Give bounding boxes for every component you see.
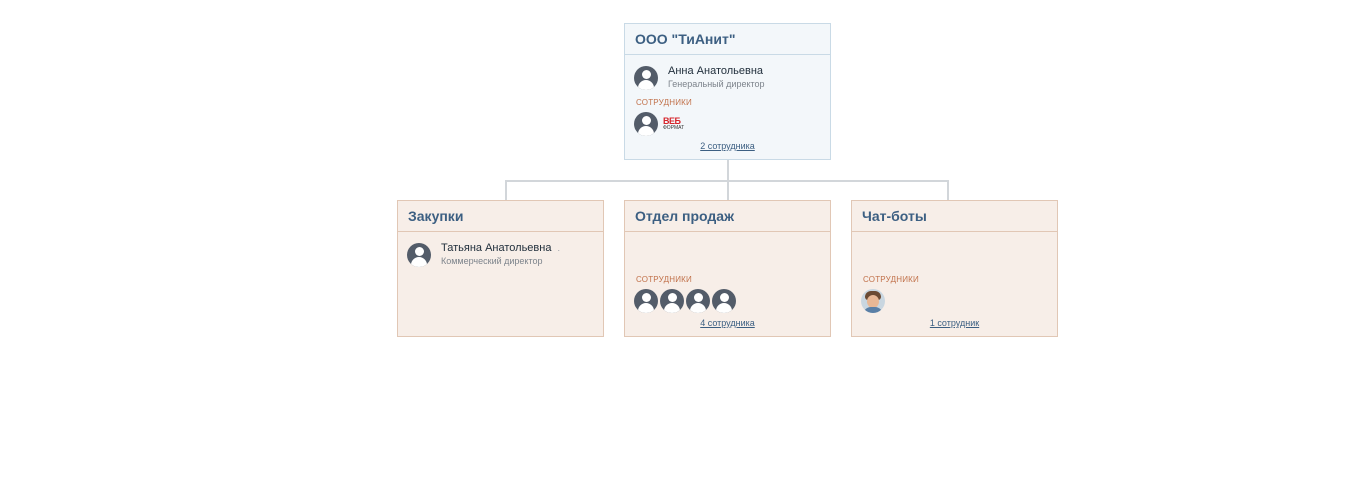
company-title[interactable]: ООО "ТиАнит" xyxy=(625,24,830,55)
department-head-role: Коммерческий директор xyxy=(441,256,543,266)
employees-count-link[interactable]: 2 сотрудника xyxy=(700,141,755,151)
department-title[interactable]: Чат-боты xyxy=(852,201,1057,232)
user-avatar-icon xyxy=(634,65,658,90)
department-title[interactable]: Отдел продаж xyxy=(625,201,830,232)
department-head-name[interactable]: Татьяна Анатольевна. xyxy=(441,242,560,254)
director-role: Генеральный директор xyxy=(668,79,765,89)
company-logo-icon[interactable]: ВЕБ ФОРМАТ xyxy=(660,112,684,136)
user-avatar-icon[interactable] xyxy=(686,289,710,313)
employees-count-link[interactable]: 4 сотрудника xyxy=(700,318,755,328)
director-name[interactable]: Анна Анатольевна xyxy=(668,65,764,77)
user-avatar-icon[interactable] xyxy=(660,289,684,313)
department-head-entry[interactable]: Татьяна Анатольевна. Коммерческий директ… xyxy=(407,242,560,267)
company-card[interactable]: ООО "ТиАнит" Анна Анатольевна Генеральны… xyxy=(624,23,831,160)
logo-text-main: ВЕБ xyxy=(663,116,681,126)
user-avatar-icon[interactable] xyxy=(634,289,658,313)
department-card-purchasing[interactable]: Закупки Татьяна Анатольевна. Коммерчески… xyxy=(397,200,604,337)
director-entry[interactable]: Анна Анатольевна Генеральный директор xyxy=(634,65,765,90)
employees-row: ВЕБ ФОРМАТ xyxy=(634,112,684,136)
department-card-chatbots[interactable]: Чат-боты СОТРУДНИКИ 1 сотрудник xyxy=(851,200,1058,337)
connector-vertical-root xyxy=(727,159,729,181)
connector-middle xyxy=(727,180,729,200)
department-card-sales[interactable]: Отдел продаж СОТРУДНИКИ 4 сотрудника xyxy=(624,200,831,337)
employees-row xyxy=(634,289,736,313)
connector-right xyxy=(947,180,949,200)
employees-count-link[interactable]: 1 сотрудник xyxy=(929,318,980,328)
employees-label: СОТРУДНИКИ xyxy=(863,275,919,284)
employees-label: СОТРУДНИКИ xyxy=(636,98,692,107)
department-title[interactable]: Закупки xyxy=(398,201,603,232)
connector-left xyxy=(505,180,507,200)
user-avatar-icon xyxy=(407,242,431,267)
user-avatar-icon[interactable] xyxy=(712,289,736,313)
employees-label: СОТРУДНИКИ xyxy=(636,275,692,284)
user-photo-icon[interactable] xyxy=(861,289,885,313)
user-avatar-icon[interactable] xyxy=(634,112,658,136)
head-name-text[interactable]: Татьяна Анатольевна xyxy=(441,242,552,254)
logo-text-sub: ФОРМАТ xyxy=(663,125,685,131)
employees-row xyxy=(861,289,885,313)
head-name-suffix: . xyxy=(557,243,560,253)
